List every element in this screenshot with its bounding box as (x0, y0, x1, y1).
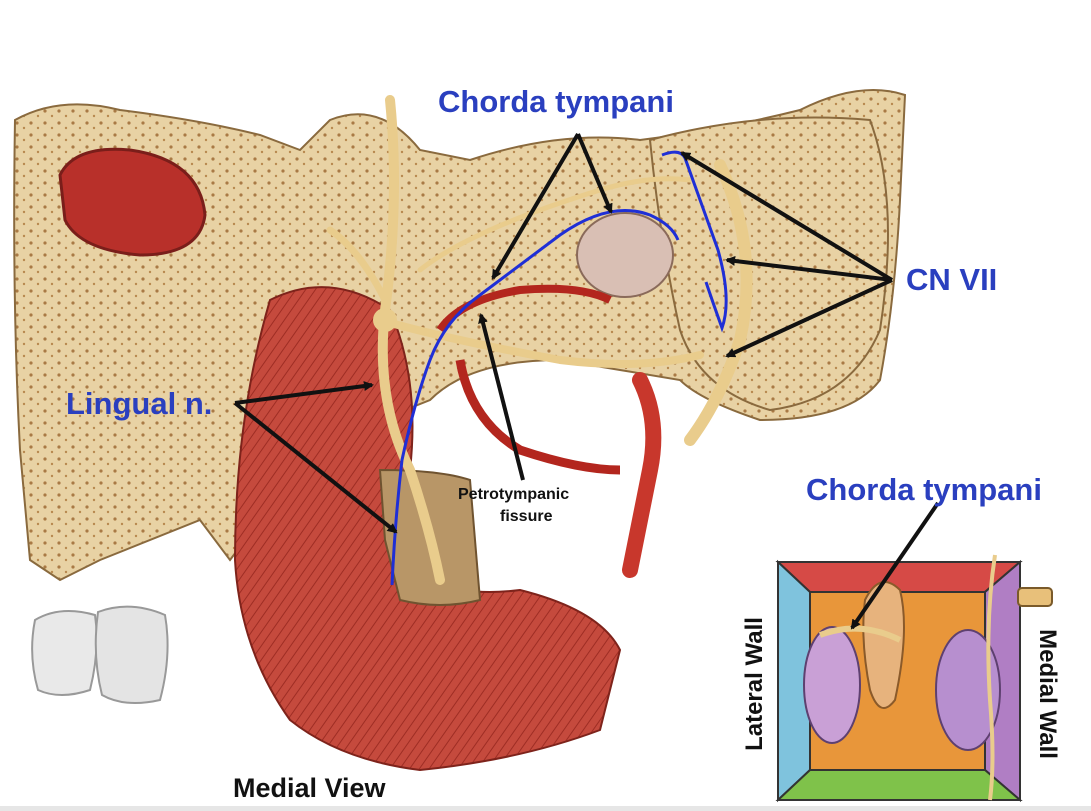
nerves (326, 95, 753, 585)
bottom-strip (0, 806, 1091, 811)
pointer-arrows (233, 132, 940, 630)
red-sinus (58, 147, 207, 257)
lateral-wall-label: Lateral Wall (740, 617, 768, 751)
medial-view-caption: Medial View (233, 773, 386, 803)
medial-wall-label: Medial Wall (1033, 629, 1061, 759)
cn-vii-label: CN VII (906, 262, 998, 297)
molar-teeth (31, 605, 169, 705)
chorda-tympani-label: Chorda tympani (438, 84, 674, 119)
blood-vessels (436, 284, 662, 578)
petrotympanic-label-line1: Petrotympanic (458, 486, 570, 503)
lingual-nerve-label: Lingual n. (66, 386, 213, 421)
middle-ear-inset (775, 554, 1053, 803)
chorda-tympani-inset-label: Chorda tympani (806, 472, 1042, 507)
petrotympanic-label-line2: fissure (500, 508, 553, 525)
pterygoid-muscle (233, 286, 622, 772)
tympanic-membrane (576, 212, 674, 298)
